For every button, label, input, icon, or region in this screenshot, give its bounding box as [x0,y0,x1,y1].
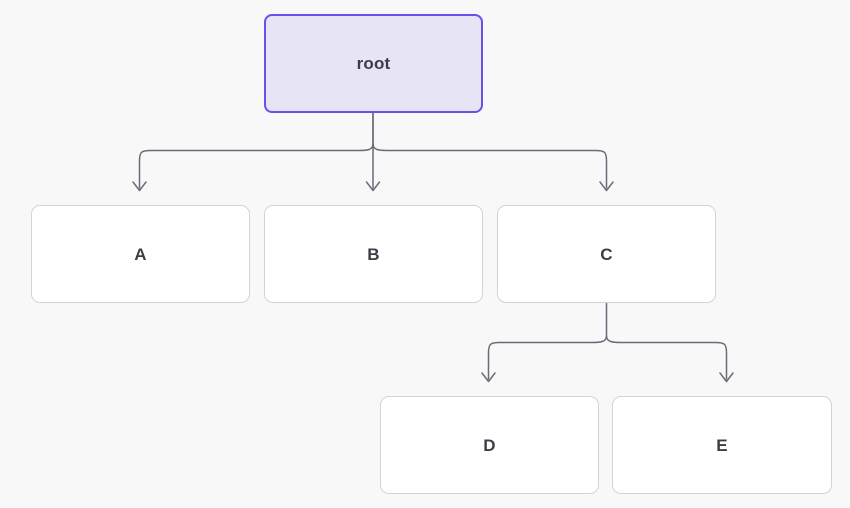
arrowhead-icon [132,181,147,192]
node-root-label: root [356,54,391,73]
node-d-label: D [483,435,496,455]
node-b-label: B [367,244,380,264]
arrowhead-icon [365,181,381,192]
node-root[interactable]: root [264,14,483,113]
node-c[interactable]: C [497,205,716,303]
edge-root-A [132,112,374,192]
edge-root-C [372,143,614,192]
node-e[interactable]: E [612,396,832,494]
node-c-label: C [600,244,613,264]
edge-C-D [481,302,608,383]
node-a-label: A [134,244,147,264]
arrowhead-icon [481,372,496,383]
node-e-label: E [716,435,728,455]
node-a[interactable]: A [31,205,250,303]
node-d[interactable]: D [380,396,599,494]
arrowhead-icon [599,181,614,192]
edge-C-E [605,335,734,383]
edge-root-B [365,112,381,192]
arrowhead-icon [719,372,734,383]
node-b[interactable]: B [264,205,483,303]
